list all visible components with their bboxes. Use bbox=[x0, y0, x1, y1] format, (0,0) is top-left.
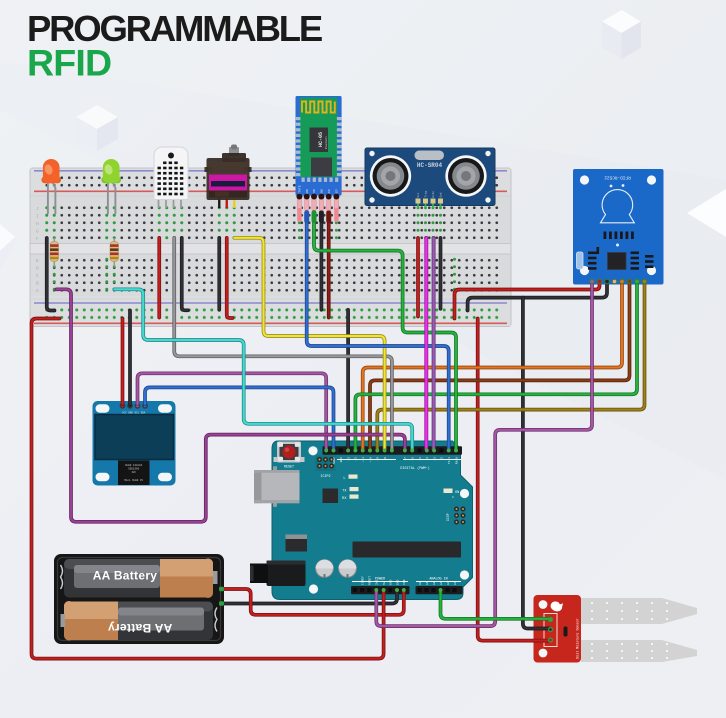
svg-text:~10: ~10 bbox=[369, 457, 372, 463]
svg-text:1: 1 bbox=[452, 496, 454, 499]
svg-text:HC-05: HC-05 bbox=[318, 132, 324, 147]
svg-text:ANALOG IN: ANALOG IN bbox=[429, 578, 447, 582]
svg-text:A: A bbox=[36, 288, 39, 294]
svg-text:~11: ~11 bbox=[362, 457, 365, 463]
svg-text:~6: ~6 bbox=[412, 457, 415, 461]
svg-text:I: I bbox=[36, 214, 39, 220]
svg-text:GND: GND bbox=[396, 579, 399, 585]
svg-text:GND: GND bbox=[340, 457, 343, 463]
svg-text:5V: 5V bbox=[383, 581, 386, 585]
svg-text:D: D bbox=[36, 266, 39, 272]
svg-text:RX: RX bbox=[342, 497, 347, 501]
svg-text:C: C bbox=[36, 273, 39, 279]
svg-text:B: B bbox=[36, 281, 39, 287]
svg-text:ICIP2: ICIP2 bbox=[320, 475, 330, 479]
svg-text:RESET: RESET bbox=[284, 466, 294, 470]
svg-text:Soil Moisture Sensor: Soil Moisture Sensor bbox=[576, 618, 581, 659]
svg-text:Vcc: Vcc bbox=[417, 192, 420, 197]
svg-text:J: J bbox=[36, 206, 39, 212]
svg-text:DIGITAL (PWM~): DIGITAL (PWM~) bbox=[400, 466, 429, 471]
svg-text:12: 12 bbox=[355, 457, 358, 461]
svg-text:RFID-RC522: RFID-RC522 bbox=[604, 175, 631, 180]
svg-text:~5: ~5 bbox=[419, 457, 422, 461]
svg-text:~3: ~3 bbox=[433, 457, 436, 461]
svg-text:I2C: I2C bbox=[131, 471, 136, 474]
svg-text:A2: A2 bbox=[433, 581, 436, 585]
svg-text:RESET: RESET bbox=[369, 576, 372, 585]
svg-text:4: 4 bbox=[426, 457, 429, 459]
svg-text:2: 2 bbox=[441, 457, 444, 459]
svg-text:TXD: TXD bbox=[313, 189, 316, 195]
svg-text:7: 7 bbox=[404, 457, 407, 459]
svg-text:Bluetooth: Bluetooth bbox=[325, 136, 328, 149]
svg-text:VIN: VIN bbox=[403, 579, 406, 585]
svg-text:IOREF: IOREF bbox=[362, 576, 365, 585]
svg-text:AA Battery: AA Battery bbox=[93, 569, 158, 583]
svg-text:KEY: KEY bbox=[336, 189, 339, 195]
svg-text:STATE: STATE bbox=[299, 185, 302, 194]
svg-text:AREF: AREF bbox=[333, 457, 336, 464]
svg-text:8: 8 bbox=[384, 457, 387, 459]
svg-text:PROGRAMMABLE: PROGRAMMABLE bbox=[27, 8, 322, 49]
svg-text:L: L bbox=[343, 477, 345, 481]
svg-text:E: E bbox=[36, 258, 39, 264]
svg-text:3V3: 3V3 bbox=[376, 579, 379, 585]
svg-text:A5: A5 bbox=[454, 581, 457, 585]
svg-text:GND: GND bbox=[390, 579, 393, 585]
svg-text:RXD: RXD bbox=[306, 189, 309, 195]
svg-text:VCC GND SCL SDA: VCC GND SCL SDA bbox=[122, 411, 146, 414]
svg-text:POWER: POWER bbox=[375, 578, 385, 582]
svg-text:VCC: VCC bbox=[328, 189, 331, 195]
svg-text:F: F bbox=[36, 236, 39, 242]
svg-text:A4: A4 bbox=[447, 581, 450, 585]
svg-text:SSD1306: SSD1306 bbox=[128, 468, 139, 471]
svg-text:AA Battery: AA Battery bbox=[108, 621, 173, 635]
svg-text:ICSP: ICSP bbox=[446, 513, 450, 521]
svg-text:GND: GND bbox=[321, 189, 324, 195]
svg-text:RX←0: RX←0 bbox=[455, 457, 458, 464]
svg-text:A3: A3 bbox=[440, 581, 443, 585]
svg-text:Gnd: Gnd bbox=[439, 192, 443, 197]
svg-text:HC-SR04: HC-SR04 bbox=[417, 162, 443, 169]
svg-text:ON: ON bbox=[455, 491, 459, 495]
svg-text:~9: ~9 bbox=[377, 457, 380, 461]
svg-text:Trig: Trig bbox=[424, 191, 428, 198]
svg-text:TX→1: TX→1 bbox=[448, 457, 451, 464]
svg-text:G: G bbox=[36, 229, 39, 235]
svg-text:A0: A0 bbox=[419, 581, 422, 585]
svg-text:13: 13 bbox=[347, 457, 350, 461]
svg-text:Mini OLED 3V: Mini OLED 3V bbox=[124, 478, 143, 482]
svg-text:A1: A1 bbox=[426, 581, 429, 585]
svg-text:TX: TX bbox=[342, 489, 347, 493]
svg-text:RFID: RFID bbox=[27, 42, 111, 84]
svg-text:Echo: Echo bbox=[431, 191, 435, 198]
svg-text:H: H bbox=[36, 221, 39, 227]
svg-text:OLED 128x64: OLED 128x64 bbox=[125, 464, 143, 467]
